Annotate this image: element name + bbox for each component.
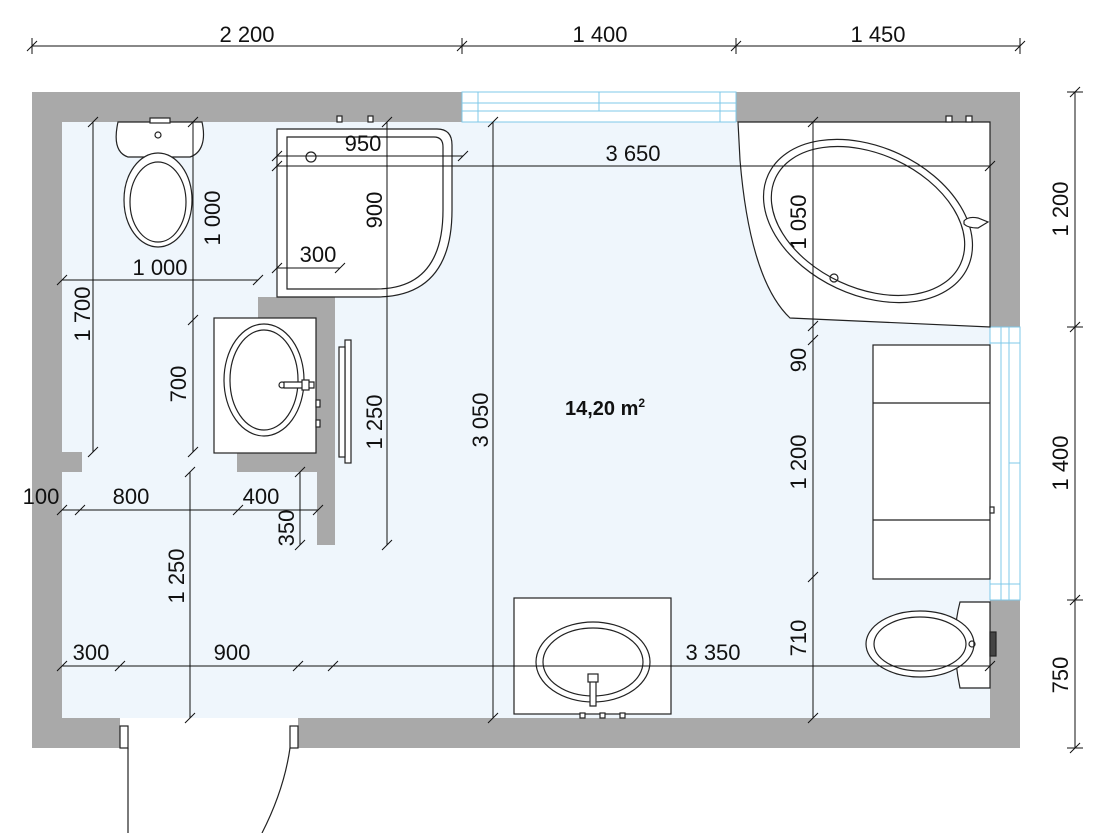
entrance-door (119, 718, 299, 833)
room-area-unit-superscript: 2 (638, 396, 645, 410)
room-area-value: 14,20 m (565, 398, 638, 420)
dim-shower-300: 300 (300, 242, 337, 267)
room-area-label: 14,20 m2 (565, 396, 645, 420)
dim-right-1200: 1 200 (1048, 181, 1073, 236)
dim-passage-1250: 1 250 (362, 394, 387, 449)
dim-3050: 3 050 (468, 392, 493, 447)
shower-tray (276, 115, 453, 298)
dim-bath-1050: 1 050 (786, 194, 811, 249)
towel-radiator (338, 339, 352, 464)
dim-1200: 1 200 (786, 434, 811, 489)
dim-1700: 1 700 (70, 286, 95, 341)
dim-shower-900: 900 (362, 192, 387, 229)
dim-right-750: 750 (1048, 657, 1073, 694)
dim-wc-1000-horizontal: 1 000 (132, 255, 187, 280)
dim-900: 900 (214, 640, 251, 665)
dim-hall-1250: 1 250 (164, 548, 189, 603)
dim-shower-950: 950 (345, 131, 382, 156)
corner-bathtub (737, 115, 991, 328)
passage-wall (318, 297, 335, 545)
top-window (461, 91, 737, 123)
wc-toilet (115, 117, 205, 248)
hall-passage (300, 545, 335, 718)
dimension-lines (32, 45, 1076, 748)
dim-top-1450: 1 450 (850, 22, 905, 47)
dim-400: 400 (243, 484, 280, 509)
dim-100: 100 (23, 484, 60, 509)
dim-3350: 3 350 (685, 640, 740, 665)
dim-top-1400: 1 400 (572, 22, 627, 47)
dim-800: 800 (113, 484, 150, 509)
wc-room-doorway (82, 452, 237, 472)
dimension-ticks (26, 38, 1083, 754)
dim-300: 300 (73, 640, 110, 665)
right-window (989, 326, 1021, 601)
dimension-labels: 2 200 1 400 1 450 1 200 1 400 750 950 3 … (23, 22, 1073, 693)
dim-700: 700 (166, 366, 191, 403)
dim-top-2200: 2 200 (219, 22, 274, 47)
dim-wc-1000-vertical: 1 000 (200, 190, 225, 245)
dim-3650: 3 650 (605, 141, 660, 166)
dim-right-1400: 1 400 (1048, 435, 1073, 490)
dim-350: 350 (274, 510, 299, 547)
wardrobe-cabinet (872, 344, 995, 580)
wc-washbasin (213, 317, 321, 454)
main-washbasin (513, 597, 672, 719)
dim-710: 710 (786, 620, 811, 657)
dim-90: 90 (786, 348, 811, 372)
